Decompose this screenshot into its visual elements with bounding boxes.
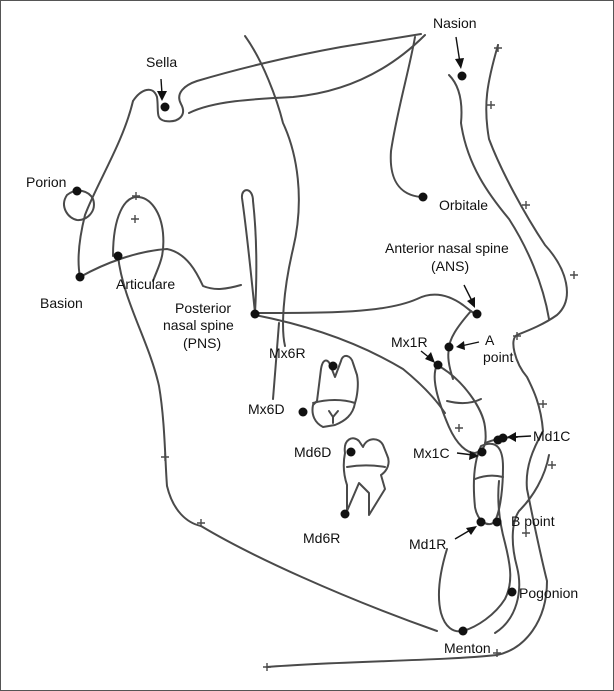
upper-molar-fissure-curve bbox=[328, 410, 339, 424]
tick bbox=[493, 649, 501, 657]
mx6d-label: Mx6D bbox=[248, 401, 285, 417]
b-point-label: B point bbox=[511, 513, 555, 529]
pns-label-line3: (PNS) bbox=[183, 335, 221, 351]
a-point bbox=[444, 342, 454, 352]
articulare-point bbox=[113, 251, 123, 261]
lower-molar-occlusal-curve bbox=[346, 464, 386, 468]
menton-label: Menton bbox=[444, 640, 491, 656]
palatal-plane-curve bbox=[254, 293, 478, 316]
sella-point bbox=[160, 102, 170, 112]
tick bbox=[513, 332, 521, 340]
mx1r-label: Mx1R bbox=[391, 334, 428, 350]
md6d-label: Md6D bbox=[294, 444, 331, 460]
sella-arrowhead bbox=[157, 91, 167, 101]
md1c-arrowhead bbox=[507, 432, 516, 442]
menton-point bbox=[458, 626, 468, 636]
pns-point bbox=[250, 309, 260, 319]
pns-label-line1: Posterior bbox=[175, 300, 231, 316]
mx1c-label: Mx1C bbox=[413, 445, 450, 461]
lower-molar-curve bbox=[342, 437, 390, 516]
condyle-curve bbox=[112, 196, 165, 282]
ans-arrowhead bbox=[467, 297, 475, 308]
tick bbox=[522, 201, 530, 209]
tick-marks bbox=[131, 44, 578, 671]
upper-incisor-curve bbox=[433, 364, 487, 454]
tick bbox=[132, 192, 140, 200]
ans-label-line2: (ANS) bbox=[431, 258, 469, 274]
nasion-label: Nasion bbox=[433, 15, 477, 31]
orbit-curve bbox=[389, 36, 422, 198]
arrows bbox=[157, 36, 532, 540]
tick bbox=[131, 215, 139, 223]
md6r-point bbox=[340, 509, 350, 519]
clivus-curve bbox=[77, 100, 134, 278]
tick bbox=[197, 519, 205, 527]
pogonion-point bbox=[507, 587, 517, 597]
soft-tissue-lip-curve bbox=[494, 454, 550, 634]
sella-label: Sella bbox=[146, 54, 177, 70]
tick bbox=[161, 453, 169, 461]
cranial-vault-curve bbox=[244, 35, 300, 347]
a-point-arrowhead bbox=[456, 341, 465, 350]
mx6r-point bbox=[328, 361, 338, 371]
ans-label-line1: Anterior nasal spine bbox=[385, 240, 509, 256]
tick bbox=[263, 663, 271, 671]
tick bbox=[570, 271, 578, 279]
nasion-point bbox=[457, 71, 467, 81]
md1r-point bbox=[476, 517, 486, 527]
basion-label: Basion bbox=[40, 295, 83, 311]
mx1r-arrowhead bbox=[425, 352, 435, 363]
tick bbox=[494, 44, 502, 52]
md6r-label: Md6R bbox=[303, 530, 340, 546]
sella-turcica-curve bbox=[132, 33, 422, 123]
upper-incisor-pulp-curve bbox=[446, 398, 482, 405]
mx1c-arrowhead bbox=[469, 451, 479, 460]
tick bbox=[522, 529, 530, 537]
labels: Nasion Sella Porion Orbitale Basion Arti… bbox=[26, 15, 578, 656]
nasal-bone-curve bbox=[448, 74, 550, 320]
md1r-arrowhead bbox=[466, 526, 477, 535]
pns-label-line2: nasal spine bbox=[163, 317, 234, 333]
upper-molar-occlusal-curve bbox=[312, 399, 356, 404]
porion-label: Porion bbox=[26, 174, 66, 190]
pogonion-label: Pogonion bbox=[519, 585, 578, 601]
mx1c-point bbox=[477, 447, 487, 457]
orbitale-label: Orbitale bbox=[439, 197, 488, 213]
soft-tissue-profile-curve bbox=[266, 44, 568, 668]
posterior-ramus-curve bbox=[117, 255, 438, 632]
anterior-ramus-curve bbox=[272, 322, 280, 400]
a-point-label-line2: point bbox=[483, 349, 513, 365]
porion-point bbox=[72, 186, 82, 196]
basion-point bbox=[75, 272, 85, 282]
ans-point bbox=[472, 309, 482, 319]
orbitale-point bbox=[418, 192, 428, 202]
pterygomaxillary-curve bbox=[240, 189, 258, 314]
symphysis-curve bbox=[438, 480, 512, 633]
palate-oral-curve bbox=[254, 314, 446, 414]
mx6r-label: Mx6R bbox=[269, 345, 306, 361]
porion-curve bbox=[63, 189, 95, 222]
md1c-point-2 bbox=[498, 433, 508, 443]
anterior-cranial-base-curve bbox=[188, 34, 426, 114]
a-point-label-line1: A bbox=[485, 332, 495, 348]
md1c-label: Md1C bbox=[533, 428, 570, 444]
cranial-base-lower-curve bbox=[79, 248, 242, 290]
tick bbox=[539, 400, 547, 408]
b-point bbox=[492, 517, 502, 527]
landmarks bbox=[72, 71, 517, 636]
tick bbox=[548, 461, 556, 469]
tick bbox=[455, 424, 463, 432]
tick bbox=[487, 101, 495, 109]
articulare-label: Articulare bbox=[116, 276, 175, 292]
md6d-point bbox=[346, 447, 356, 457]
mx1r-point bbox=[433, 360, 443, 370]
nasion-arrowhead bbox=[455, 58, 464, 69]
md1r-label: Md1R bbox=[409, 536, 446, 552]
mx6d-point bbox=[298, 407, 308, 417]
lower-incisor-pulp-curve bbox=[474, 474, 504, 480]
